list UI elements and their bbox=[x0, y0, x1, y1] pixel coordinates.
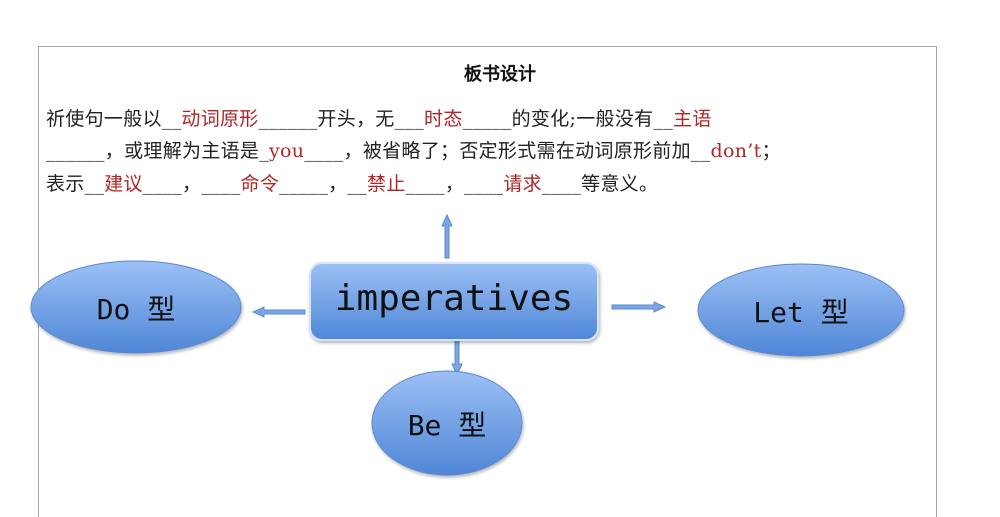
answer-text: 禁止 bbox=[367, 173, 406, 195]
text-segment: _____，__ bbox=[279, 173, 368, 195]
be-ellipse bbox=[371, 370, 523, 476]
page-title: 板书设计 bbox=[464, 64, 536, 85]
text-line-3: 表示__建议____，____命令_____，__禁止____，____请求__… bbox=[46, 169, 658, 196]
let-label: Let 型 bbox=[753, 296, 849, 329]
text-segment: ； bbox=[761, 140, 781, 162]
arrow-left bbox=[251, 306, 306, 318]
do-ellipse bbox=[30, 260, 242, 354]
arrow-down bbox=[451, 339, 463, 377]
text-segment: ____，____ bbox=[142, 173, 241, 195]
text-segment: ______，或理解为主语是_ bbox=[46, 140, 270, 162]
center-box bbox=[309, 262, 599, 341]
board-frame bbox=[38, 46, 937, 517]
answer-text: 请求 bbox=[503, 173, 542, 195]
center-label: imperatives bbox=[334, 278, 574, 319]
text-line-1: 祈使句一般以__动词原形______开头，无___时态_____的变化;一般没有… bbox=[46, 104, 712, 131]
text-line-2: ______，或理解为主语是_you____，被省略了；否定形式需在动词原形前加… bbox=[46, 136, 781, 163]
answer-text: 动词原形 bbox=[181, 108, 259, 130]
let-ellipse bbox=[697, 263, 905, 357]
do-label: Do 型 bbox=[96, 293, 176, 326]
text-segment: ____，____ bbox=[405, 173, 504, 195]
answer-text: 时态 bbox=[424, 108, 463, 130]
be-label: Be 型 bbox=[407, 409, 487, 442]
text-segment: ____等意义。 bbox=[541, 173, 659, 195]
text-segment: 祈使句一般以__ bbox=[46, 108, 182, 130]
text-segment: ______开头，无___ bbox=[258, 108, 425, 130]
answer-text: 建议 bbox=[104, 173, 143, 195]
answer-text: 主语 bbox=[673, 108, 712, 130]
arrow-right bbox=[611, 301, 667, 313]
text-segment: _____的变化;一般没有__ bbox=[462, 108, 674, 130]
answer-text: you bbox=[269, 140, 305, 162]
text-segment: 表示__ bbox=[46, 173, 105, 195]
text-segment: ____，被省略了；否定形式需在动词原形前加__ bbox=[304, 140, 711, 162]
arrow-up bbox=[441, 213, 453, 259]
answer-text: don’t bbox=[710, 140, 762, 162]
answer-text: 命令 bbox=[240, 173, 280, 195]
